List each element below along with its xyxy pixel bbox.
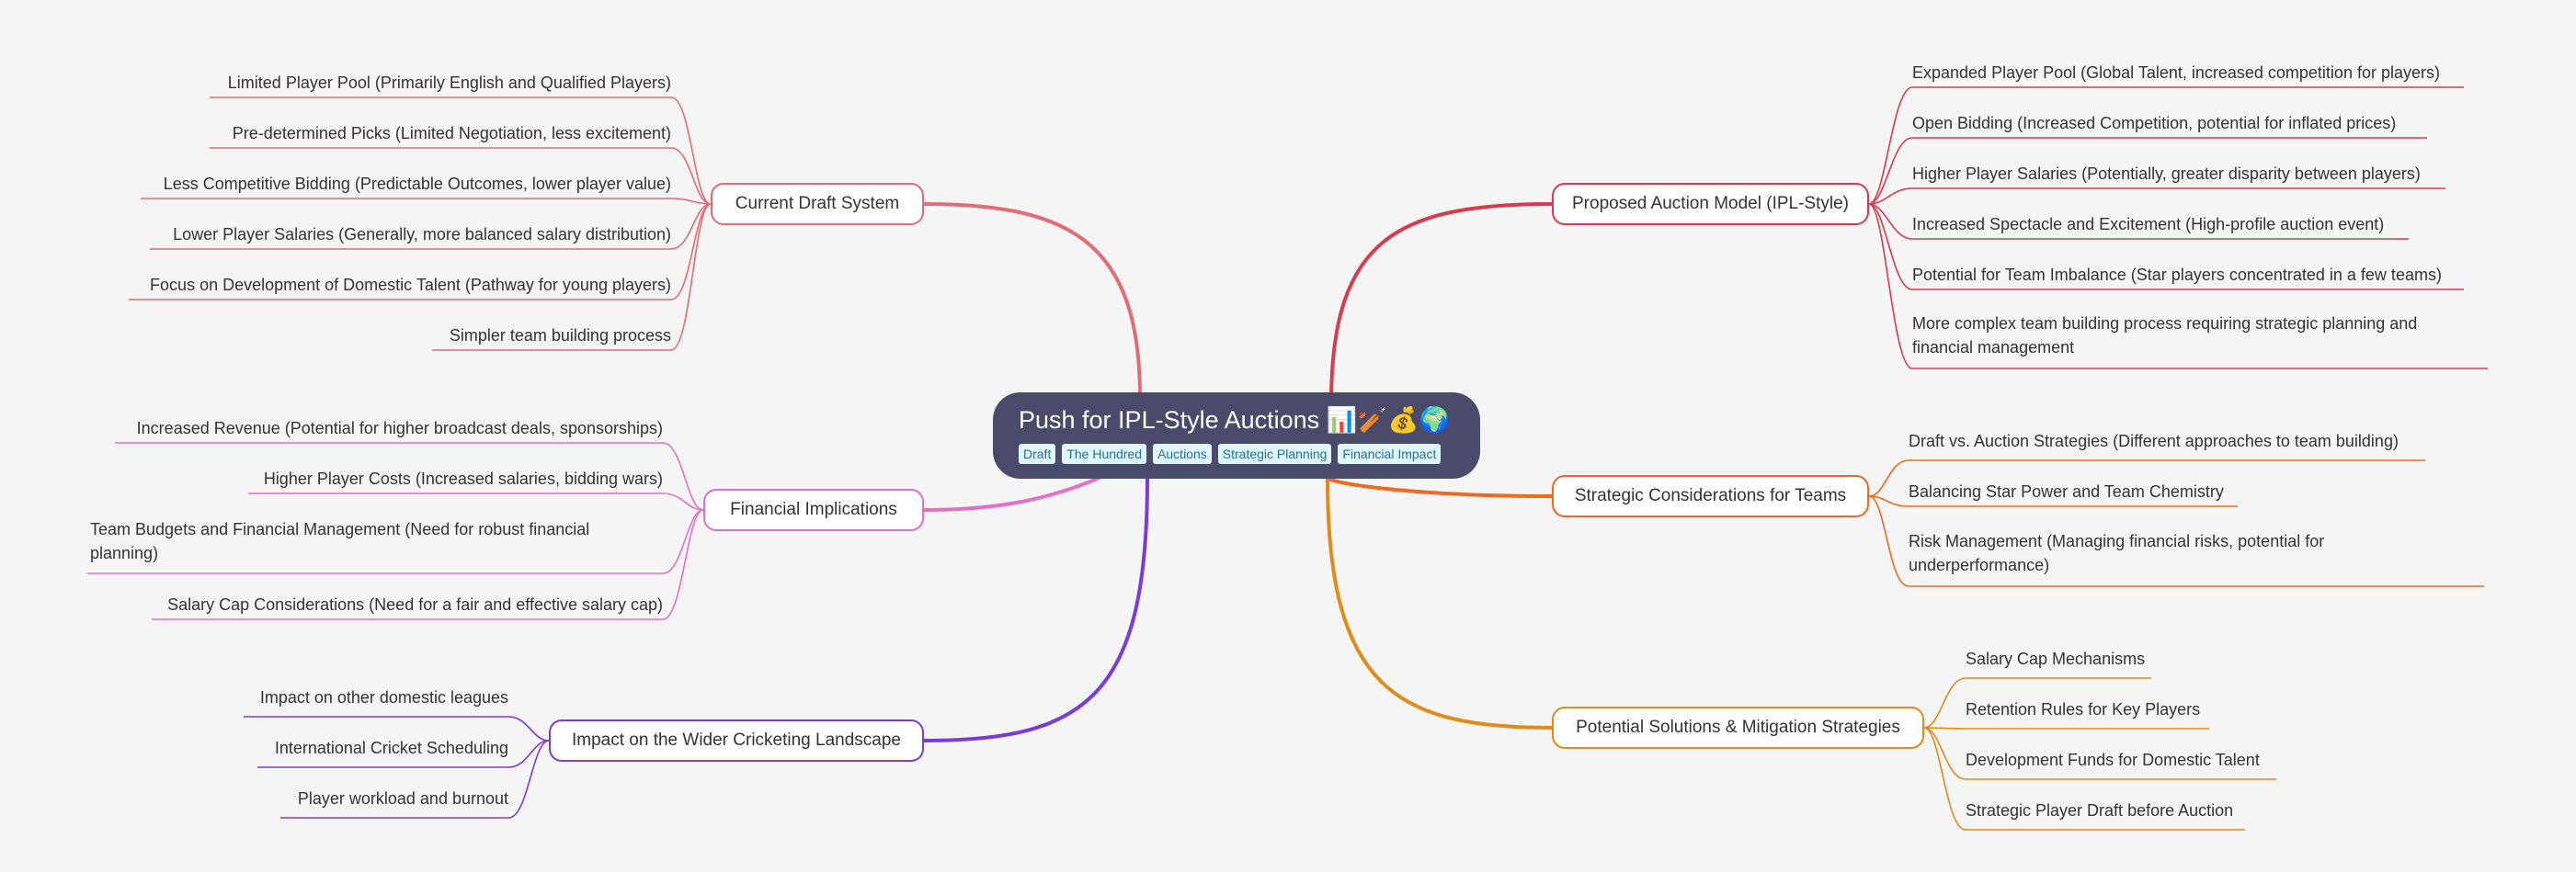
leaf-solutions-1[interactable]: Salary Cap Mechanisms [1966, 650, 2146, 668]
wider-edge-2 [507, 740, 550, 768]
strategic-edge-2 [1868, 495, 1909, 507]
proposed-edge-5 [1868, 203, 1913, 290]
tag-the-hundred[interactable]: The Hundred [1062, 444, 1147, 464]
edge-center-wider [923, 478, 1149, 742]
financial-edge-1 [662, 442, 704, 511]
leaf-financial-3[interactable]: Team Budgets and Financial Management (N… [90, 520, 590, 562]
tag-draft[interactable]: Draft [1019, 444, 1056, 464]
current-draft-edge-6 [670, 203, 712, 351]
leaf-wider-1[interactable]: Impact on other domestic leagues [259, 688, 508, 707]
branch-potential-solutions[interactable]: Potential Solutions & Mitigation Strateg… [1552, 707, 1924, 749]
tag-strategic-planning[interactable]: Strategic Planning [1217, 444, 1332, 464]
leaf-current-draft-1[interactable]: Limited Player Pool (Primarily English a… [227, 74, 671, 92]
solutions-edge-1 [1923, 677, 1966, 729]
leaf-strategic-2[interactable]: Balancing Star Power and Team Chemistry [1909, 482, 2224, 501]
leaf-proposed-4[interactable]: Increased Spectacle and Excitement (High… [1912, 215, 2385, 233]
branch-current-draft-system[interactable]: Current Draft System [711, 183, 924, 225]
proposed-edge-2 [1868, 137, 1913, 205]
proposed-edge-1 [1868, 86, 1913, 205]
leaf-financial-4[interactable]: Salary Cap Considerations (Need for a fa… [167, 595, 663, 614]
central-topic[interactable]: Push for IPL-Style Auctions 📊🏏💰🌍 Draft T… [993, 392, 1480, 479]
branch-proposed-auction-model[interactable]: Proposed Auction Model (IPL-Style) [1552, 183, 1869, 225]
leaf-strategic-1[interactable]: Draft vs. Auction Strategies (Different … [1909, 432, 2399, 450]
edge-center-proposed [1329, 202, 1553, 398]
leaf-solutions-3[interactable]: Development Funds for Domestic Talent [1966, 751, 2260, 769]
edge-center-financial [923, 474, 1104, 512]
proposed-edge-4 [1868, 203, 1913, 240]
leaf-proposed-1[interactable]: Expanded Player Pool (Global Talent, inc… [1912, 63, 2440, 82]
solutions-edge-3 [1923, 727, 1966, 780]
strategic-edge-3 [1868, 495, 1909, 587]
strategic-edge-1 [1868, 459, 1909, 497]
tag-financial-impact[interactable]: Financial Impact [1338, 444, 1442, 464]
edge-center-solutions [1326, 478, 1553, 730]
leaf-financial-1[interactable]: Increased Revenue (Potential for higher … [136, 419, 663, 437]
leaf-current-draft-6[interactable]: Simpler team building process [449, 326, 671, 345]
current-draft-edge-5 [670, 203, 712, 300]
leaf-proposed-2[interactable]: Open Bidding (Increased Competition, pot… [1912, 114, 2397, 132]
tag-auctions[interactable]: Auctions [1153, 444, 1212, 464]
central-topic-title: Push for IPL-Style Auctions 📊🏏💰🌍 [1019, 406, 1451, 434]
leaf-current-draft-3[interactable]: Less Competitive Bidding (Predictable Ou… [163, 175, 671, 193]
current-draft-edge-2 [670, 147, 712, 205]
leaf-current-draft-5[interactable]: Focus on Development of Domestic Talent … [150, 276, 671, 294]
branch-wider-cricketing-landscape[interactable]: Impact on the Wider Cricketing Landscape [549, 719, 924, 762]
wider-edge-3 [507, 740, 550, 819]
leaf-wider-3[interactable]: Player workload and burnout [297, 789, 508, 808]
leaf-financial-2[interactable]: Higher Player Costs (Increased salaries,… [263, 470, 663, 488]
financial-edge-2 [662, 493, 704, 511]
leaf-proposed-6[interactable]: More complex team building process requi… [1912, 314, 2418, 357]
edge-center-strategic [1327, 477, 1553, 498]
tag-list: Draft The Hundred Auctions Strategic Pla… [1019, 444, 1454, 464]
leaf-proposed-3[interactable]: Higher Player Salaries (Potentially, gre… [1912, 164, 2421, 183]
leaf-solutions-4[interactable]: Strategic Player Draft before Auction [1966, 801, 2234, 820]
proposed-edge-3 [1868, 187, 1913, 205]
leaf-proposed-5[interactable]: Potential for Team Imbalance (Star playe… [1912, 266, 2442, 284]
current-draft-edge-1 [670, 96, 712, 205]
current-draft-edge-3 [670, 198, 712, 205]
proposed-edge-6 [1868, 203, 1913, 369]
solutions-edge-2 [1923, 727, 1966, 730]
current-draft-edge-4 [670, 203, 712, 250]
branch-financial-implications[interactable]: Financial Implications [703, 489, 924, 531]
branch-strategic-considerations[interactable]: Strategic Considerations for Teams [1552, 475, 1869, 517]
leaf-wider-2[interactable]: International Cricket Scheduling [274, 739, 508, 757]
leaf-solutions-2[interactable]: Retention Rules for Key Players [1966, 700, 2201, 719]
financial-edge-3 [662, 509, 704, 574]
leaf-current-draft-4[interactable]: Lower Player Salaries (Generally, more b… [173, 225, 671, 243]
leaf-strategic-3[interactable]: Risk Management (Managing financial risk… [1909, 532, 2325, 574]
edge-center-current-draft [923, 202, 1142, 398]
wider-edge-1 [507, 716, 550, 742]
financial-edge-4 [662, 509, 704, 620]
solutions-edge-4 [1923, 727, 1966, 831]
leaf-current-draft-2[interactable]: Pre-determined Picks (Limited Negotiatio… [232, 124, 671, 142]
